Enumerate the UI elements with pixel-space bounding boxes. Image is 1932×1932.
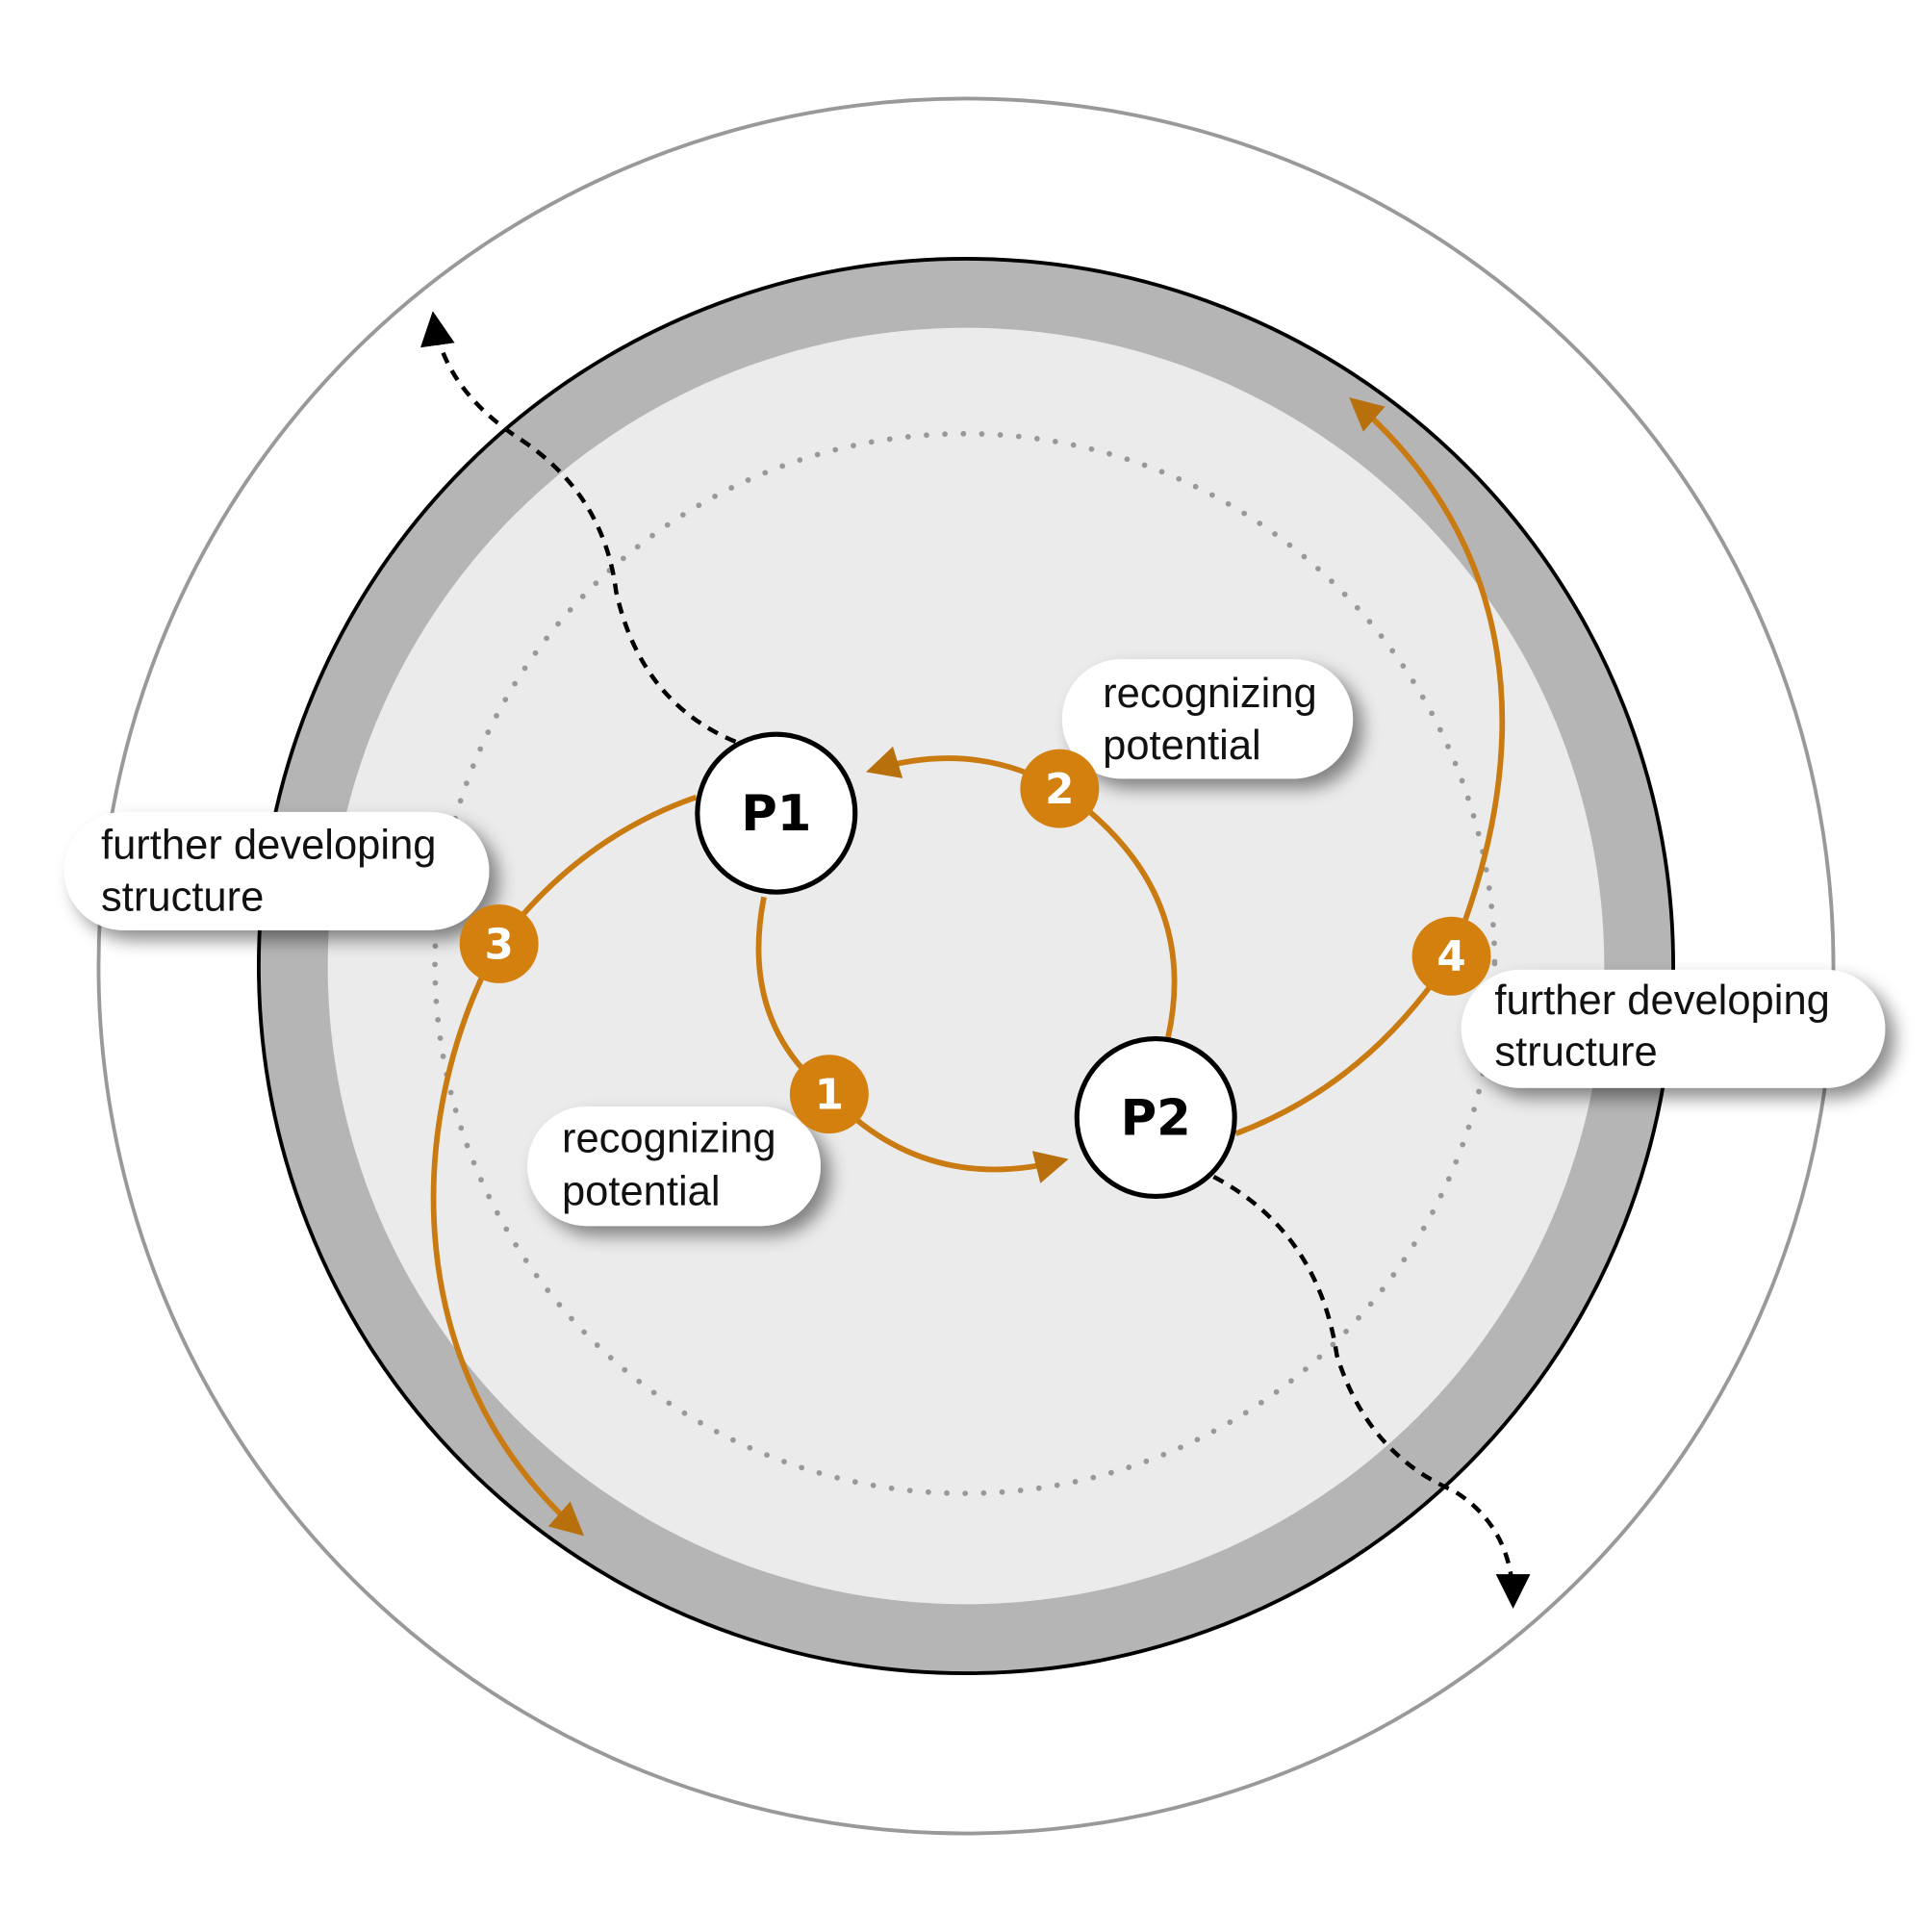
label-line: potential — [562, 1168, 721, 1214]
label-recognizing-potential-1: recognizing potential — [527, 1106, 821, 1227]
label-recognizing-potential-2: recognizing potential — [1061, 659, 1354, 779]
badge-number: 4 — [1436, 933, 1465, 981]
arrow-p1-outward — [430, 794, 698, 1537]
dashed-arrow-p2 — [1212, 1175, 1531, 1609]
dashed-arrow-p1 — [420, 311, 737, 744]
badge-number: 1 — [815, 1072, 844, 1120]
arrow-p2-outward — [1234, 396, 1506, 1136]
node-p2-label: P2 — [1121, 1089, 1191, 1147]
label-line: structure — [101, 874, 264, 920]
label-line: further developing — [1494, 978, 1829, 1024]
node-p2: P2 — [1074, 1035, 1237, 1200]
step-badge-3: 3 — [459, 903, 539, 983]
label-line: structure — [1494, 1030, 1657, 1076]
node-p1: P1 — [695, 731, 858, 895]
label-line: recognizing — [1103, 671, 1317, 717]
badge-number: 2 — [1045, 766, 1074, 814]
inner-area — [327, 327, 1605, 1605]
node-p1-label: P1 — [741, 785, 811, 843]
badge-number: 3 — [484, 921, 513, 969]
label-further-developing-structure-3: further developing structure — [64, 811, 490, 930]
label-further-developing-structure-4: further developing structure — [1461, 969, 1886, 1088]
step-badge-2: 2 — [1020, 749, 1100, 828]
label-line: further developing — [101, 823, 436, 869]
step-badge-1: 1 — [789, 1055, 869, 1134]
label-line: recognizing — [562, 1115, 776, 1161]
dotted-circle — [432, 430, 1498, 1496]
step-badge-4: 4 — [1411, 916, 1491, 996]
label-line: potential — [1103, 723, 1261, 769]
outer-circle — [96, 96, 1836, 1836]
